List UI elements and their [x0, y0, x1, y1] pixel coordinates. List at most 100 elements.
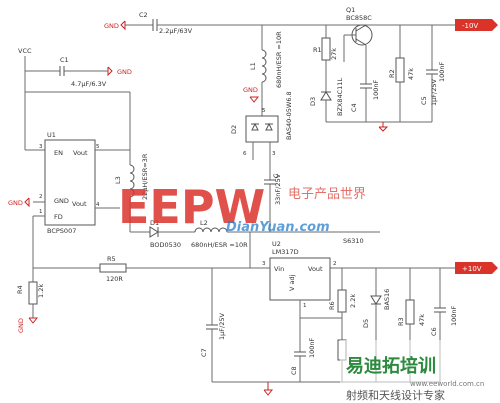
rail-pos10: +10V [330, 262, 498, 274]
r1-resistor: R1 27k [313, 25, 338, 78]
c-misc-ref: C [272, 173, 280, 178]
footer-subtitle: 射频和天线设计专家 [346, 388, 445, 402]
c8-capacitor: C8 100nF [290, 318, 316, 382]
u2-chip: U2 LM317D Vin Vout V adj 3 2 1 [249, 232, 337, 318]
c4-value: 100nF [372, 79, 380, 100]
r2-value: 47k [407, 68, 415, 80]
l3-inductor: L3 22μH/ESR=3R [114, 150, 149, 232]
gnd-label-c1: GND [117, 68, 132, 76]
r6-value: 2.2k [349, 294, 357, 308]
d2-pin5: 5 [262, 108, 266, 114]
c7-value: 1μF/25V [218, 313, 226, 340]
r4-ref: R4 [16, 285, 24, 294]
c4-ref: C4 [350, 103, 358, 112]
c1-capacitor: GND C1 4.7μF/6.3V [59, 56, 132, 88]
r1-value: 27k [330, 48, 338, 60]
d2-pin6: 6 [243, 151, 247, 157]
d2-value: BAS40-05W6.8 [285, 91, 293, 140]
c4-capacitor: C4 100nF [350, 62, 380, 122]
c-misc-value: 33nF/25V [274, 173, 282, 205]
q1-ref: Q1 [346, 6, 355, 14]
rail-neg10: -10V [162, 19, 498, 31]
l3-ref: L3 [114, 176, 122, 184]
r2-resistor: R2 47k [388, 25, 415, 122]
gnd-symbol-u1: GND [8, 197, 30, 208]
c8-value: 100nF [308, 337, 316, 358]
r4-value: 1.2k [37, 284, 45, 298]
d5-ref: D5 [362, 319, 370, 328]
u1-pin5: 5 [96, 144, 100, 150]
l2-inductor: L2 680nH/ESR =10R [191, 219, 380, 249]
gnd-label-u1: GND [8, 199, 23, 207]
r5-ref: R5 [107, 255, 116, 263]
u2-pin3: 3 [262, 261, 266, 267]
l1-value: 680nH/ESR =10R [275, 31, 283, 88]
l1-ref: L1 [249, 62, 257, 70]
l2-value: 680nH/ESR =10R [191, 241, 248, 249]
gnd-label-d2: GND [243, 86, 258, 94]
gnd-symbol-r4: GND [17, 317, 39, 333]
d3-zener: D3 BZX84C11L [309, 78, 344, 122]
u1-pin1: 1 [39, 209, 43, 215]
rail-pos10-label: +10V [462, 265, 482, 273]
c1-value: 4.7μF/6.3V [71, 80, 107, 88]
c5-value: 1μF/25V [430, 79, 438, 106]
c5-capacitor: C5 1μF/25V [420, 79, 438, 106]
s-misc-label: S6310 [343, 237, 364, 245]
u1-en: EN [54, 149, 63, 157]
l1-inductor: L1 680nH/ESR =10R [249, 25, 283, 116]
u2-vin: Vin [274, 265, 284, 273]
d2-diode-pair: D2 6 3 5 BAS40-05W6.8 [230, 91, 293, 170]
u2-ref: U2 [272, 240, 281, 248]
d3-ref: D3 [309, 97, 317, 106]
vcc-net: VCC [18, 47, 60, 151]
q1-part: BC858C [346, 14, 372, 22]
u2-vout: Vout [308, 265, 323, 273]
r2-ref: R2 [388, 69, 396, 78]
r6-ref: R6 [328, 301, 336, 310]
gnd-symbol-c2: GND [104, 20, 126, 31]
u1-pin3: 3 [39, 144, 43, 150]
watermark-cn-title: 电子产品世界 [288, 187, 366, 202]
d1-ref: D1 [150, 219, 159, 227]
gnd-symbol-d2: GND [243, 86, 260, 103]
c2-value: 2.2μF/63V [159, 27, 193, 35]
u1-pin2: 2 [39, 194, 43, 200]
footer-url: www.eeworld.com.cn [410, 380, 484, 388]
r1-ref: R1 [313, 46, 322, 54]
watermark-footer: 易迪拓培训 www.eeworld.com.cn 射频和天线设计专家 [340, 340, 500, 403]
u1-pin4: 4 [96, 202, 100, 208]
u2-pin2: 2 [333, 261, 337, 267]
c6-value: 100nF [450, 305, 458, 326]
c6-ref: C6 [430, 327, 438, 336]
r5-value: 120R [106, 275, 123, 283]
r4-resistor: R4 1.2k [16, 268, 45, 318]
q1-transistor: Q1 BC858C [343, 6, 373, 62]
r3-value: 47k [418, 314, 426, 326]
u1-chip: U1 EN Vout GND Vout FD BCPS007 3 5 2 1 4 [25, 91, 131, 268]
u2-vadj: V adj [288, 274, 296, 291]
c2-ref: C2 [139, 11, 148, 19]
d2-ref: D2 [230, 125, 238, 134]
d5-value: BAS16 [383, 289, 391, 310]
watermark-logo: EEPW [118, 180, 265, 234]
u1-ref: U1 [47, 131, 56, 139]
u1-fb: FD [54, 213, 63, 221]
u1-vout: Vout [73, 149, 88, 157]
c1-ref: C1 [60, 56, 69, 64]
c3-value: 100nF [438, 61, 446, 82]
c-misc-capacitor: C 33nF/25V [264, 170, 282, 232]
watermark-site: DianYuan.com [226, 220, 330, 235]
d2-pin3: 3 [272, 151, 276, 157]
watermark-eepw: EEPW 电子产品世界 DianYuan.com [118, 180, 366, 235]
rail-neg10-label: -10V [462, 22, 478, 30]
vcc-label: VCC [18, 47, 32, 55]
r3-ref: R3 [397, 317, 405, 326]
u1-vout-lower: Vout [72, 200, 87, 208]
u2-pin1: 1 [303, 303, 307, 309]
u1-gnd-pin: GND [54, 197, 69, 205]
gnd-label-r4: GND [17, 318, 25, 333]
c5-ref: C5 [420, 96, 428, 105]
